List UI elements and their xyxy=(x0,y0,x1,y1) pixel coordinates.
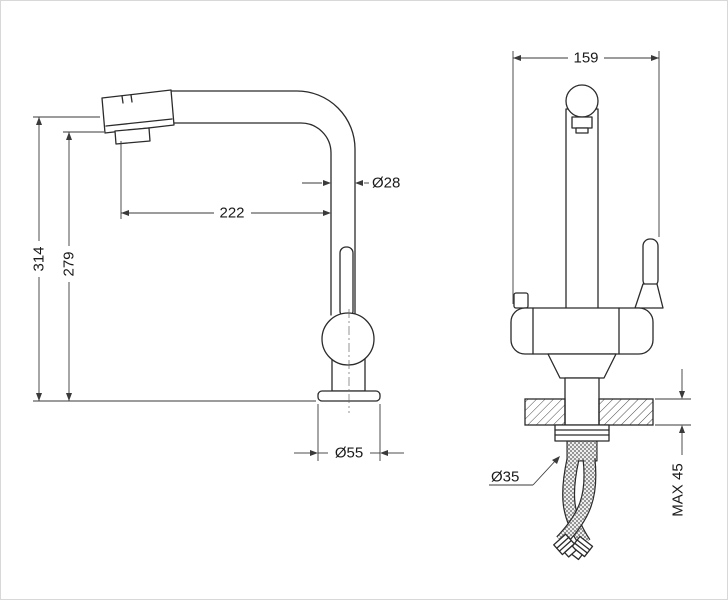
threaded-section xyxy=(566,440,598,462)
dim-spout-reach: 222 xyxy=(120,141,331,222)
front-faucet xyxy=(510,84,664,426)
supply-hoses xyxy=(553,457,597,561)
dim-total-height-label: 314 xyxy=(31,246,48,271)
dim-base-diameter-label: Ø55 xyxy=(335,445,363,462)
hose-right xyxy=(556,458,597,546)
mounting-nut xyxy=(554,424,610,462)
lever-handle-front xyxy=(642,238,659,288)
dim-max-thickness: MAX 45 xyxy=(655,369,691,517)
dim-base-diameter: Ø55 xyxy=(294,404,404,462)
dim-spout-reach-label: 222 xyxy=(219,205,244,222)
dim-total-height: 314 xyxy=(31,116,316,402)
dim-tube-diameter-label: Ø28 xyxy=(372,175,400,192)
lever-handle-side xyxy=(339,246,354,318)
dim-overall-width: 159 xyxy=(512,50,660,304)
aerator xyxy=(114,127,151,145)
side-view: 314 279 222 Ø28 xyxy=(31,89,404,462)
spout-head xyxy=(101,89,175,134)
dim-overall-width-label: 159 xyxy=(573,50,598,67)
lever-cone xyxy=(634,283,664,309)
riser-pipe xyxy=(565,108,599,310)
ball-joint xyxy=(321,312,375,366)
spout-sphere xyxy=(565,84,599,118)
dim-mounting-hole: Ø35 xyxy=(489,456,560,486)
mounting-shank xyxy=(564,377,600,426)
countertop-slab xyxy=(524,398,654,426)
dim-spout-height: 279 xyxy=(61,131,104,401)
dim-spout-height-label: 279 xyxy=(61,251,78,276)
body-front xyxy=(510,307,654,355)
dim-max-thickness-label: MAX 45 xyxy=(670,463,687,516)
dim-mounting-hole-label: Ø35 xyxy=(491,469,519,486)
front-view: 159 Ø35 MAX 45 xyxy=(489,50,691,561)
hose-fitting-left xyxy=(553,533,577,558)
side-button xyxy=(513,292,529,309)
side-spout xyxy=(101,89,356,318)
hose-left xyxy=(562,457,591,547)
under-body-cone xyxy=(547,353,617,379)
dim-tube-diameter: Ø28 xyxy=(302,175,400,192)
spout-outlet xyxy=(571,116,593,129)
